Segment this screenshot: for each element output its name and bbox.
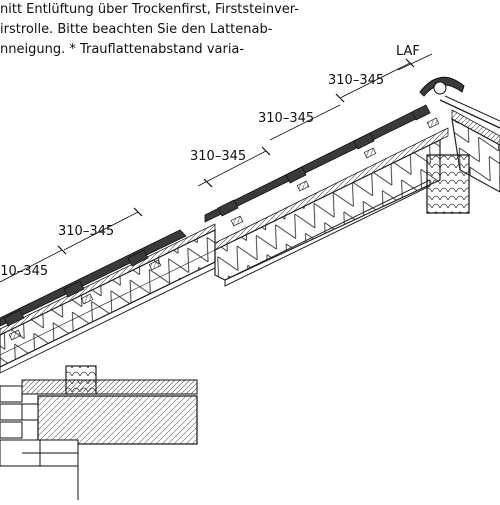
dimension-label-3: 310–345	[190, 149, 246, 164]
middle-roof-build-up	[214, 127, 449, 287]
dimension-ticks	[57, 58, 415, 255]
right-underlay	[451, 109, 500, 146]
tile-batten-2	[63, 280, 85, 298]
caption-line-1: nitt Entlüftung über Trockenfirst, First…	[0, 2, 299, 17]
tile-batten-5	[285, 166, 307, 184]
ridge-purlin	[426, 154, 470, 214]
ridge-cap	[419, 76, 465, 97]
eaves-floor-detail	[0, 365, 198, 500]
right-roof-build-up	[439, 95, 500, 193]
wall-plate	[65, 365, 97, 395]
counter-battens	[8, 117, 440, 341]
caption-line-3: nneigung. * Trauflattenabstand varia-	[0, 42, 245, 57]
dimension-label-4: 310–345	[258, 111, 314, 126]
ridge-label: LAF	[396, 44, 420, 59]
tile-batten-3	[127, 249, 149, 267]
masonry-wall	[0, 385, 79, 467]
dimension-label-2: 310–345	[58, 224, 114, 239]
tile-batten-4	[217, 199, 239, 217]
dimension-label-5: 310–345	[328, 73, 384, 88]
caption-line-2: irstrolle. Bitte beachten Sie den Latten…	[0, 22, 273, 37]
ridge-roll	[433, 81, 447, 95]
right-insulation	[451, 117, 500, 193]
left-roof-build-up	[0, 223, 216, 374]
tile-batten-1	[3, 309, 25, 327]
ceiling-band	[21, 379, 198, 395]
tile-batten-6	[353, 132, 375, 150]
dimension-label-1: 310–345	[0, 264, 48, 279]
caption-text: nitt Entlüftung über Trockenfirst, First…	[0, 0, 400, 60]
concrete-slab	[37, 395, 198, 445]
tile-batten-7	[411, 104, 431, 121]
ridge-assembly	[419, 76, 470, 214]
middle-underlay	[214, 127, 449, 251]
left-insulation	[0, 229, 216, 368]
dimension-lines	[0, 53, 433, 283]
roof-tiles	[0, 104, 431, 327]
